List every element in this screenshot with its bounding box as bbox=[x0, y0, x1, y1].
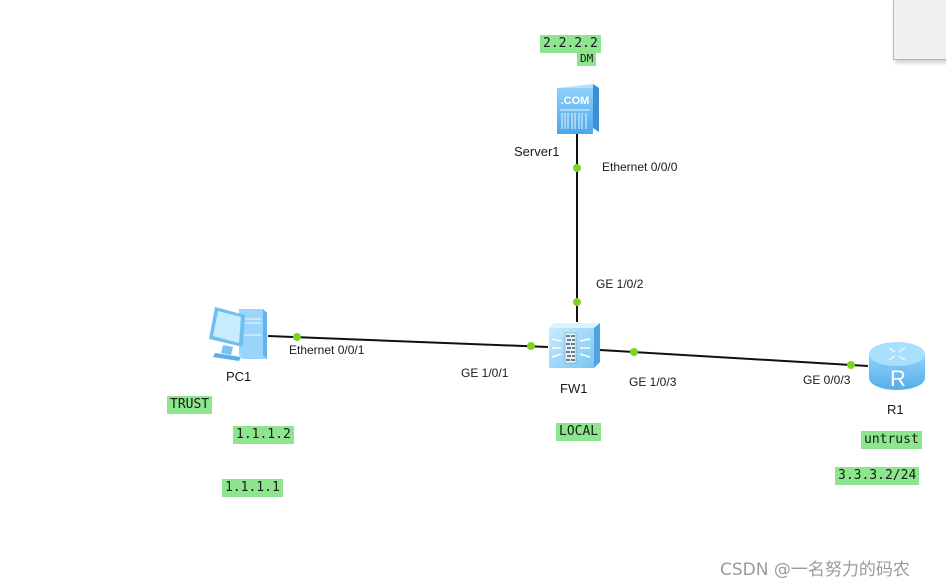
tag-server-ip: 2.2.2.2 bbox=[540, 35, 601, 53]
svg-text:R: R bbox=[890, 366, 906, 391]
firewall-icon bbox=[549, 323, 600, 368]
device-label-pc1: PC1 bbox=[226, 369, 252, 384]
port-dot-fw1-ge103[interactable] bbox=[630, 348, 638, 356]
tag-r1-ip: 3.3.3.2/24 bbox=[835, 467, 920, 485]
port-label-server1-eth000: Ethernet 0/0/0 bbox=[602, 160, 678, 174]
port-label-r1-ge003: GE 0/0/3 bbox=[803, 373, 851, 387]
server-com-icon: .COM bbox=[557, 84, 599, 134]
link-pc1-fw1[interactable] bbox=[267, 335, 549, 348]
device-label-fw1: FW1 bbox=[560, 381, 588, 396]
port-dot-server1-eth000[interactable] bbox=[573, 164, 581, 172]
tag-pc-gateway: 1.1.1.1 bbox=[222, 479, 283, 497]
device-label-r1: R1 bbox=[887, 402, 904, 417]
link-fw1-r1[interactable] bbox=[599, 349, 869, 367]
pc-icon bbox=[209, 307, 267, 361]
port-dot-r1-ge003[interactable] bbox=[847, 361, 855, 369]
device-pc1[interactable] bbox=[205, 305, 271, 363]
tag-r1-zone: untrust bbox=[861, 431, 922, 449]
device-r1[interactable]: R bbox=[867, 338, 927, 394]
watermark: CSDN @一名努力的码农 bbox=[720, 560, 910, 580]
device-server1[interactable]: .COM bbox=[553, 80, 603, 138]
tag-pc-zone: TRUST bbox=[167, 396, 213, 414]
port-label-fw1-ge103: GE 1/0/3 bbox=[629, 375, 677, 389]
device-fw1[interactable] bbox=[546, 322, 602, 370]
port-dot-pc1-eth001[interactable] bbox=[293, 333, 301, 341]
port-dot-fw1-ge102[interactable] bbox=[573, 298, 581, 306]
device-label-server1: Server1 bbox=[514, 144, 560, 159]
tag-server-zone: DM bbox=[577, 52, 597, 66]
svg-text:.COM: .COM bbox=[561, 95, 590, 107]
corner-panel bbox=[893, 0, 946, 60]
port-label-fw1-ge102: GE 1/0/2 bbox=[596, 277, 644, 291]
port-label-pc1-eth001: Ethernet 0/0/1 bbox=[289, 343, 365, 357]
tag-pc-ip: 1.1.1.2 bbox=[233, 426, 294, 444]
port-dot-fw1-ge101[interactable] bbox=[527, 342, 535, 350]
port-label-fw1-ge101: GE 1/0/1 bbox=[461, 366, 509, 380]
router-icon: R bbox=[869, 342, 925, 391]
tag-fw-zone: LOCAL bbox=[556, 423, 602, 441]
